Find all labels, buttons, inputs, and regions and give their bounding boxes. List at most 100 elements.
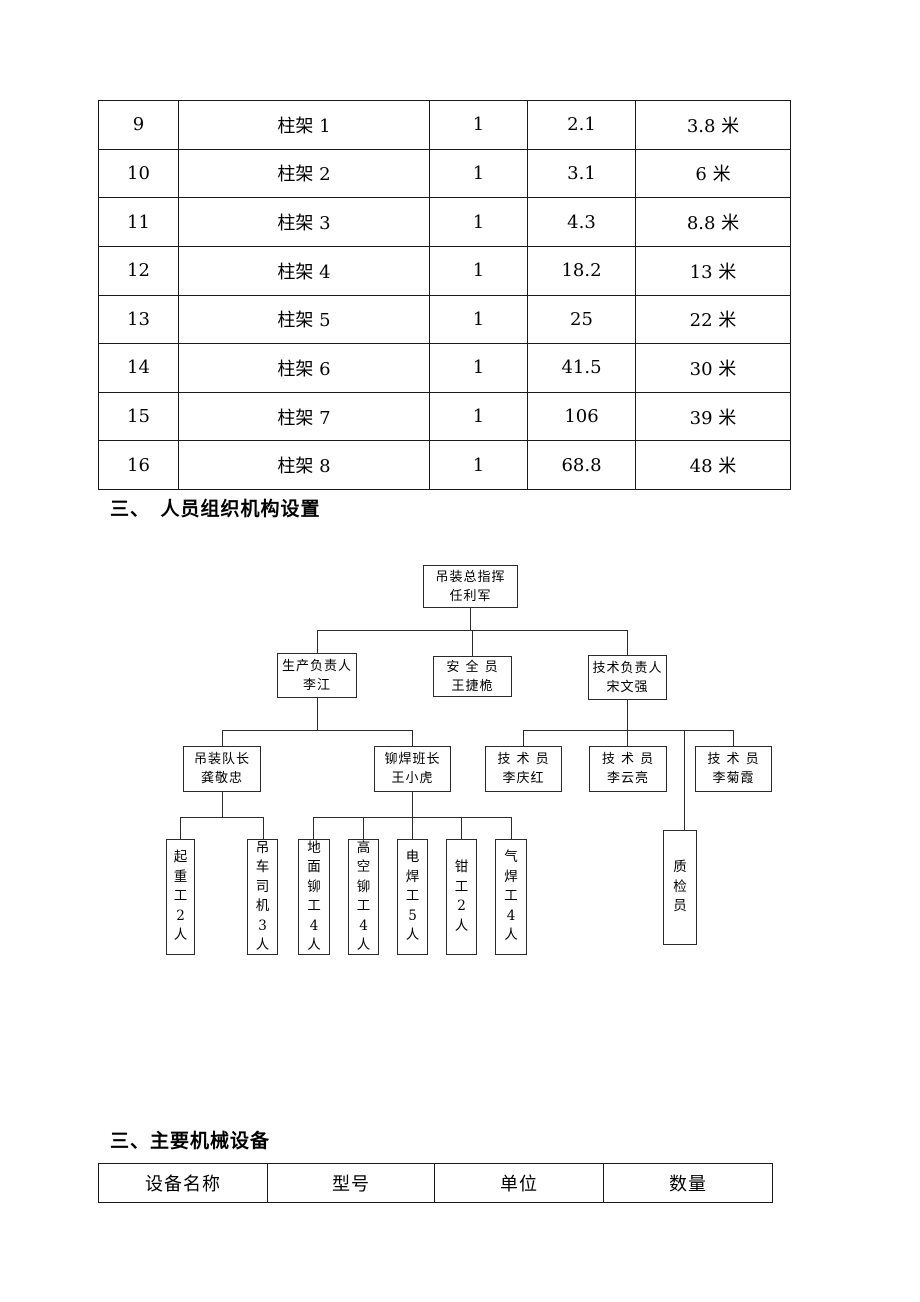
org-connector-line [412,730,413,746]
org-connector-line [222,730,223,746]
table-cell: 1 [429,245,528,296]
table-cell: 柱架 5 [178,294,430,345]
table-cell: 1 [429,440,528,490]
org-box-fitters: 钳 工 2 人 [446,839,477,955]
table-cell: 柱架 7 [178,391,430,442]
org-connector-line [523,730,524,746]
table-cell: 12 [98,245,179,296]
table-cell: 48 米 [635,440,791,490]
table-cell: 柱架 4 [178,245,430,296]
org-box-rigging-captain: 吊装队长 龚敬忠 [183,746,261,792]
table-cell: 25 [527,294,636,345]
equipment-table-body: 设备名称型号单位数量 [98,1163,773,1203]
table-cell: 柱架 6 [178,343,430,393]
org-box-crane-drivers: 吊 车 司 机 3 人 [247,839,278,955]
org-connector-line [733,730,734,746]
table-cell: 1 [429,391,528,442]
org-connector-line [684,730,685,830]
org-box-technician-1: 技 术 员 李庆红 [485,746,562,792]
org-connector-line [313,817,314,839]
org-box-electric-welders: 电 焊 工 5 人 [397,839,428,955]
table-cell: 柱架 8 [178,440,430,490]
org-box-welding-foreman: 铆焊班长 王小虎 [374,746,451,792]
table-cell: 1 [429,343,528,393]
org-connector-line [313,817,512,818]
org-connector-line [511,817,512,839]
org-connector-line [627,630,628,655]
org-connector-line [317,630,628,631]
org-connector-line [412,792,413,817]
section-heading-equipment: 三、主要机械设备 [110,1130,271,1152]
org-connector-line [523,730,734,731]
org-box-quality-inspector: 质 检 员 [663,830,697,945]
table-cell: 2.1 [527,100,636,150]
table-cell: 41.5 [527,343,636,393]
org-box-safety-officer: 安 全 员 王捷桅 [433,656,512,697]
table-header-cell: 设备名称 [98,1163,268,1203]
table-cell: 68.8 [527,440,636,490]
org-connector-line [472,630,473,656]
org-box-chief-commander: 吊装总指挥 任利军 [423,565,518,608]
org-connector-line [317,630,318,653]
table-cell: 1 [429,100,528,150]
table-cell: 13 [98,294,179,345]
table-cell: 1 [429,148,528,199]
org-connector-line [363,817,364,839]
org-connector-line [317,698,318,730]
table-cell: 柱架 1 [178,100,430,150]
table-cell: 8.8 米 [635,197,791,247]
org-connector-line [222,730,413,731]
table-cell: 39 米 [635,391,791,442]
table-header-cell: 单位 [434,1163,604,1203]
table-cell: 22 米 [635,294,791,345]
org-box-technician-3: 技 术 员 李菊霞 [695,746,772,792]
org-connector-line [470,608,471,630]
table-cell: 3.1 [527,148,636,199]
org-box-technician-2: 技 术 员 李云亮 [589,746,667,792]
org-connector-line [222,792,223,817]
org-box-production-lead: 生产负责人 李江 [277,653,357,698]
table-cell: 柱架 3 [178,197,430,247]
table-cell: 9 [98,100,179,150]
table-cell: 14 [98,343,179,393]
table-cell: 16 [98,440,179,490]
table-cell: 柱架 2 [178,148,430,199]
org-connector-line [180,817,181,839]
table-cell: 3.8 米 [635,100,791,150]
org-box-technical-lead: 技术负责人 宋文强 [588,655,667,700]
table-cell: 6 米 [635,148,791,199]
table-cell: 1 [429,197,528,247]
section-heading-personnel: 三、 人员组织机构设置 [110,498,321,520]
table-header-cell: 数量 [603,1163,773,1203]
table-cell: 15 [98,391,179,442]
org-chart: 吊装总指挥 任利军生产负责人 李江 安 全 员 王捷桅 技术负责人 宋文强吊装队长 … [166,565,772,955]
org-connector-line [263,817,264,839]
table-header-row: 设备名称型号单位数量 [98,1163,773,1203]
org-box-aerial-riveters: 高 空 铆 工 4 人 [348,839,379,955]
org-connector-line [627,700,628,730]
org-connector-line [412,817,413,839]
org-box-gas-welders: 气 焊 工 4 人 [495,839,527,955]
table-cell: 1 [429,294,528,345]
org-connector-line [180,817,264,818]
org-connector-line [627,730,628,746]
table-header-cell: 型号 [267,1163,435,1203]
table-cell: 11 [98,197,179,247]
table-cell: 106 [527,391,636,442]
table-cell: 18.2 [527,245,636,296]
table-cell: 10 [98,148,179,199]
table-cell: 4.3 [527,197,636,247]
table-cell: 30 米 [635,343,791,393]
org-connector-line [461,817,462,839]
org-box-riggers: 起 重 工 2 人 [166,839,195,955]
